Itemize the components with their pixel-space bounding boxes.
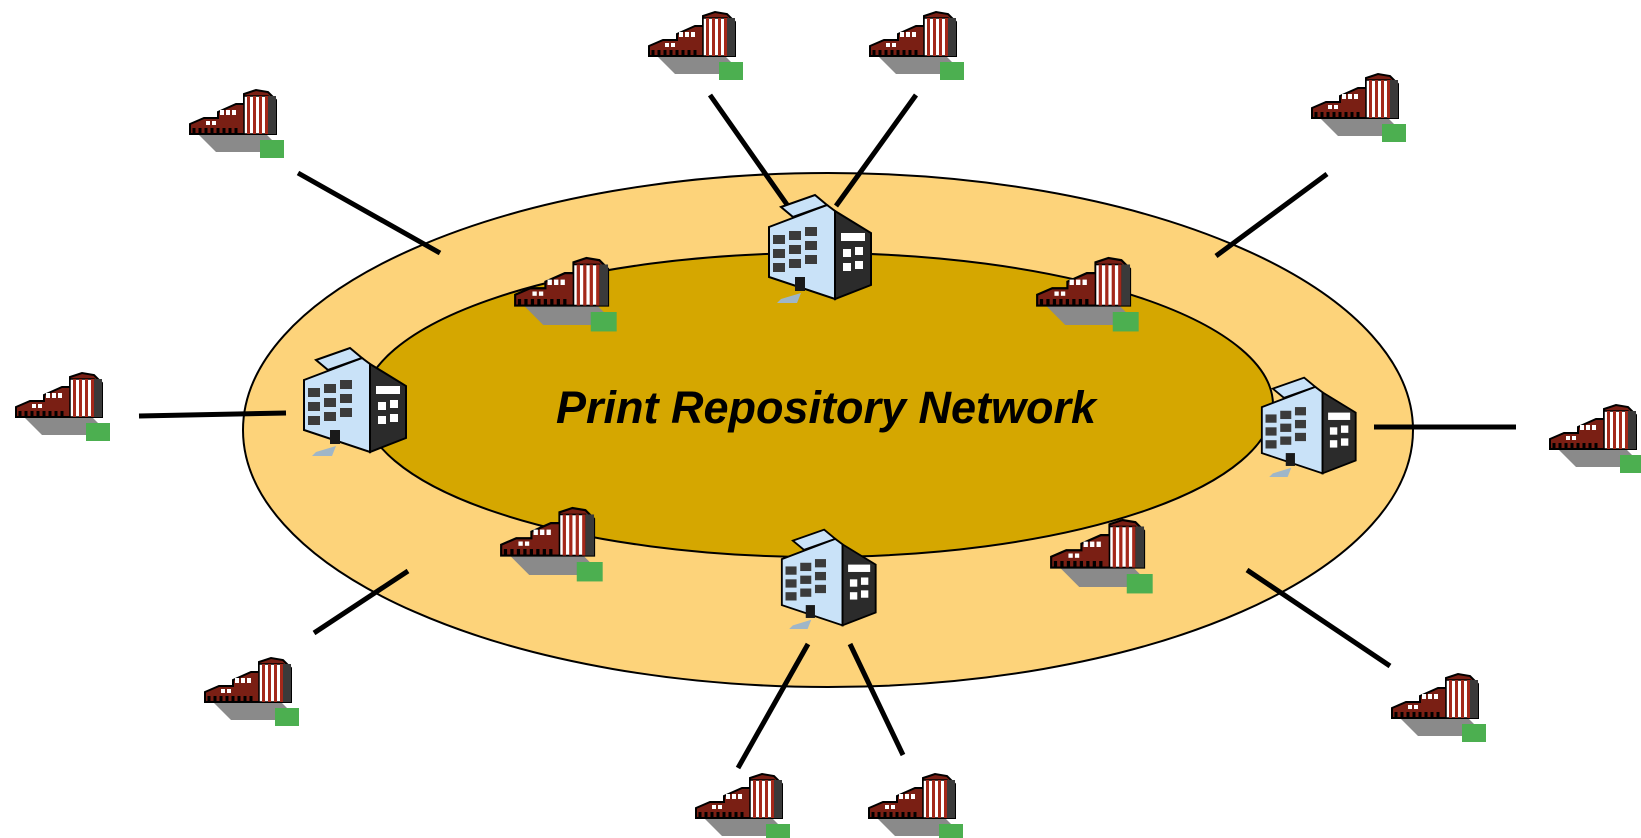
factory-icon (203, 656, 301, 728)
connector-line (138, 410, 287, 419)
network-title: Print Repository Network (556, 382, 1098, 433)
connector-line (735, 642, 811, 770)
factory-icon (868, 10, 966, 82)
connector-line (833, 93, 919, 208)
connector-line (312, 568, 410, 636)
connector-line (1214, 171, 1329, 259)
connector-line (847, 642, 906, 757)
factory-icon (1310, 72, 1408, 144)
factory-icon (1548, 403, 1641, 475)
factory-icon (14, 371, 112, 443)
factory-icon (694, 772, 792, 838)
connector-line (707, 93, 791, 208)
factory-icon (1390, 672, 1488, 744)
connector-line (296, 170, 442, 256)
factory-icon (867, 772, 965, 838)
factory-icon (647, 10, 745, 82)
connector-line (1245, 567, 1392, 669)
factory-icon (188, 88, 286, 160)
connector-lines (138, 93, 1516, 770)
